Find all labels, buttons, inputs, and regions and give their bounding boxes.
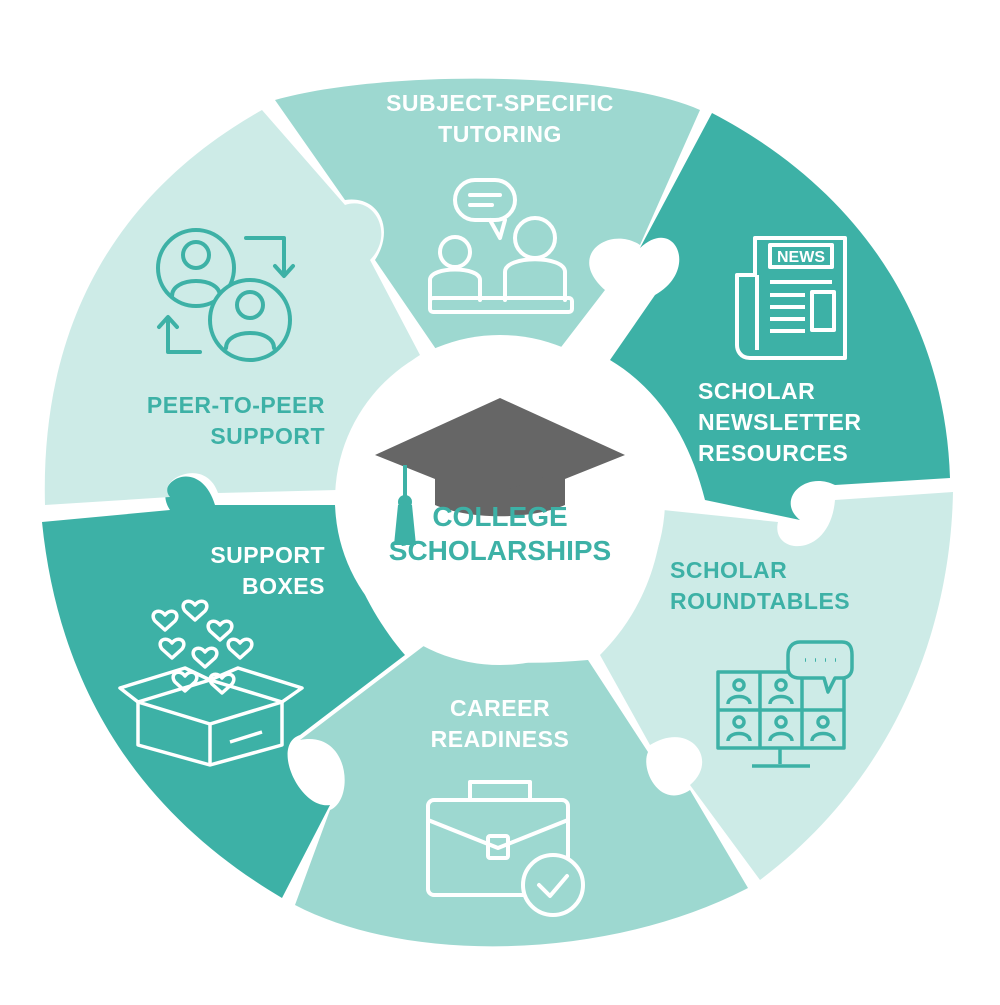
segment-newsletter — [610, 113, 950, 520]
segment-tutoring — [275, 78, 700, 356]
gift-box-hearts-icon — [118, 599, 304, 767]
briefcase-check-icon — [426, 780, 585, 917]
label-line: TUTORING — [438, 121, 562, 147]
label-line: NEWSLETTER — [698, 409, 862, 435]
newspaper-badge: NEWS — [777, 249, 825, 266]
video-meeting-icon — [716, 640, 854, 768]
label-roundtables: SCHOLAR ROUNDTABLES — [670, 555, 910, 617]
center-title-line: SCHOLARSHIPS — [388, 535, 612, 566]
newspaper-icon — [735, 236, 847, 360]
label-peer: PEER-TO-PEER SUPPORT — [110, 390, 325, 452]
label-newsletter: SCHOLAR NEWSLETTER RESOURCES — [698, 376, 898, 469]
label-line: READINESS — [430, 726, 570, 752]
segment-career — [295, 645, 748, 947]
label-tutoring: SUBJECT-SPECIFIC TUTORING — [345, 88, 655, 150]
segment-boxes — [42, 476, 405, 898]
label-line: ROUNDTABLES — [670, 588, 851, 614]
label-line: SUPPORT — [210, 542, 325, 568]
label-line: SCHOLAR — [670, 557, 788, 583]
label-line: PEER-TO-PEER — [146, 392, 325, 418]
center-title-line: COLLEGE — [432, 501, 568, 532]
label-line: SUBJECT-SPECIFIC — [386, 90, 614, 116]
center-title: COLLEGE SCHOLARSHIPS — [340, 500, 660, 568]
peer-exchange-icon — [156, 228, 295, 362]
label-line: SCHOLAR — [698, 378, 816, 404]
label-line: SUPPORT — [210, 423, 325, 449]
label-line: CAREER — [449, 695, 551, 721]
tutoring-icon — [428, 178, 574, 314]
label-line: BOXES — [241, 573, 325, 599]
label-line: RESOURCES — [698, 440, 849, 466]
label-career: CAREER READINESS — [380, 693, 620, 755]
graduation-cap-icon — [375, 398, 625, 545]
label-boxes: SUPPORT BOXES — [150, 540, 325, 602]
